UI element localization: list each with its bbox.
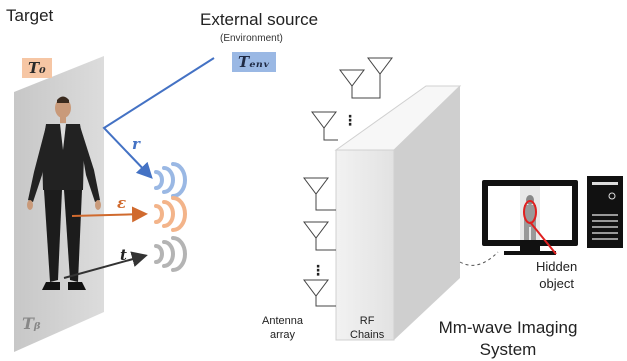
- rf-chains-label: RF Chains: [350, 314, 384, 342]
- hidden-label-line1: Hidden: [536, 259, 578, 274]
- rf-label-line2: Chains: [350, 329, 385, 341]
- environment-ray: [102, 57, 215, 179]
- signal-waves-icon: [154, 162, 187, 272]
- system-label-line2: System: [479, 340, 537, 359]
- antenna-array-label: Antenna array: [262, 314, 303, 342]
- antenna-label-line2: array: [269, 329, 296, 341]
- system-label-line1: Mm-wave Imaging: [438, 318, 578, 337]
- r-symbol: r: [132, 135, 140, 153]
- transmission-arrow: [63, 251, 148, 279]
- environment-subtitle: (Environment): [220, 33, 283, 44]
- antenna-ellipsis-top: ⋮: [343, 112, 357, 128]
- hidden-label-line2: object: [539, 276, 574, 291]
- computer-monitor-icon: [482, 180, 578, 255]
- antenna-icon: [303, 57, 393, 297]
- t-symbol: t: [120, 246, 127, 264]
- external-source-title: External source: [200, 10, 319, 29]
- antenna-ellipsis-bottom: ⋮: [311, 262, 325, 278]
- hidden-object-marker: [523, 200, 557, 255]
- rf-label-line1: RF: [359, 315, 375, 327]
- antenna-feeds: [315, 70, 381, 307]
- tenv-label: Tₑₙᵥ: [232, 52, 277, 72]
- pc-tower-icon: [587, 176, 623, 248]
- tb-label: Tᵦ: [22, 314, 41, 333]
- rf-chains-box: [334, 85, 462, 341]
- system-label: Mm-wave Imaging System: [424, 317, 592, 361]
- epsilon-symbol: ε: [117, 194, 127, 212]
- person-figure-icon: [27, 96, 101, 290]
- target-title: Target: [6, 6, 54, 25]
- t0-label: T₀: [22, 58, 52, 78]
- antenna-label-line1: Antenna: [262, 315, 303, 327]
- system-link: [459, 251, 499, 266]
- emission-arrow: [71, 206, 148, 223]
- hidden-object-label: Hidden object: [536, 258, 577, 292]
